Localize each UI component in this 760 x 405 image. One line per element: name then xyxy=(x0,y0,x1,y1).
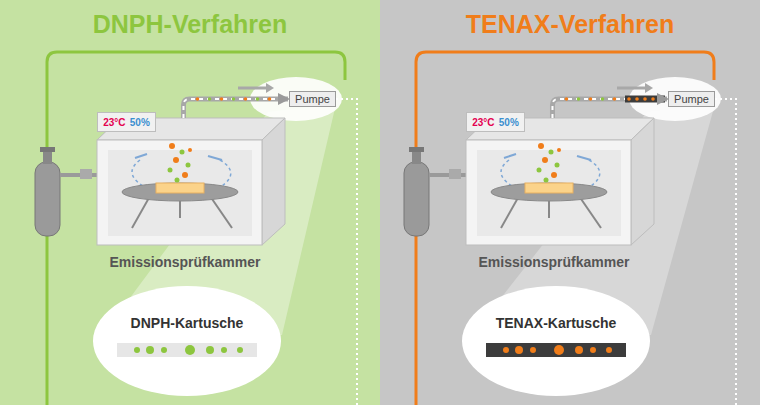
panel-node: DNPH-VerfahrenEmissionsprüfkammer 23°C 50%… xyxy=(0,0,380,405)
humidity-value: 50% xyxy=(499,117,519,128)
pump-label: Pumpe xyxy=(295,93,330,105)
pump-node: Pumpe xyxy=(668,91,715,107)
emission-dot xyxy=(577,97,581,101)
arrow-head xyxy=(659,98,667,100)
humidity-value: 50% xyxy=(130,117,150,128)
cartridge-ellipse xyxy=(461,285,651,397)
trapped-dot xyxy=(627,97,631,101)
emission-dot xyxy=(232,97,236,101)
emission-dot xyxy=(268,97,272,101)
cartridge-label: DNPH-Kartusche xyxy=(92,315,282,331)
panel-title: TENAX-Verfahren xyxy=(380,10,760,39)
cart-node: DNPH-Kartusche xyxy=(92,285,282,397)
pipe xyxy=(183,99,288,118)
pipe-connector xyxy=(552,96,667,119)
trapped-dot xyxy=(651,97,655,101)
climate-node: 23°C 50% xyxy=(466,112,525,132)
trapped-dot xyxy=(635,97,639,101)
emission-dot xyxy=(256,97,260,101)
chamber-node: Emissionsprüfkammer23°C50% xyxy=(97,118,285,270)
temperature-value: 23°C xyxy=(472,117,494,128)
emission-dot xyxy=(196,97,200,101)
pipe-connector xyxy=(183,97,288,118)
emission-dot xyxy=(565,97,569,101)
trapped-dot xyxy=(643,97,647,101)
chamber-label: Emissionsprüfkammer xyxy=(460,254,648,270)
temperature-value: 23°C xyxy=(103,117,125,128)
panel-title: DNPH-Verfahren xyxy=(0,10,380,39)
cartridge-label: TENAX-Kartusche xyxy=(461,315,651,331)
cart-node: TENAX-Kartusche xyxy=(461,285,651,397)
chamber-node: Emissionsprüfkammer23°C50% xyxy=(466,118,654,270)
emission-dot xyxy=(601,97,605,101)
arrow-head xyxy=(280,98,288,100)
climate-node: 23°C 50% xyxy=(97,112,156,132)
emission-dot xyxy=(244,97,248,101)
pipe-flow xyxy=(183,99,288,118)
chamber-label: Emissionsprüfkammer xyxy=(91,254,279,270)
emission-dot xyxy=(589,97,593,101)
pump-label: Pumpe xyxy=(674,93,709,105)
emission-dot xyxy=(613,97,617,101)
emission-dot xyxy=(220,97,224,101)
pump-node: Pumpe xyxy=(289,91,336,107)
emission-dot xyxy=(208,97,212,101)
cartridge-ellipse xyxy=(92,285,282,397)
panel-node: TENAX-VerfahrenEmissionsprüfkammer 23°C 50… xyxy=(380,0,760,405)
